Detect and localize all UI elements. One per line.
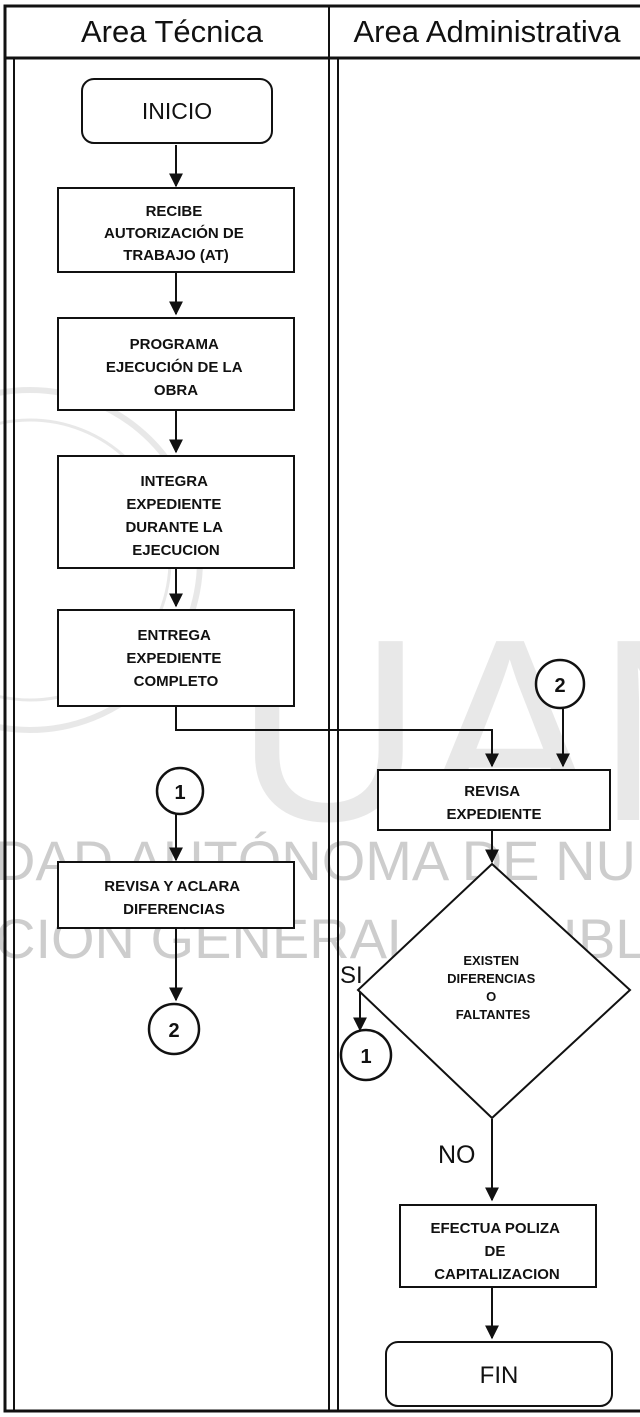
node-efectua-line-3: CAPITALIZACION — [434, 1266, 560, 1283]
branch-label-no: NO — [438, 1141, 476, 1169]
svg-text:EXISTEN DIFERENCIAS: EXISTEN DIFERENCIAS O FALTANTES — [447, 953, 539, 1022]
node-fin: FIN — [385, 1341, 613, 1407]
svg-text:EFECTUA POLIZA DE: EFECTUA POLIZA DE CAPITALIZACION — [430, 1220, 563, 1283]
branch-label-si: SI — [340, 962, 363, 989]
svg-text:REVISA EXPEDIENTE: REVISA EXPEDIENTE — [446, 783, 541, 823]
node-entrega-line-1: ENTREGA — [138, 627, 212, 644]
svg-text:ENTREGA EXPEDIENTE: ENTREGA EXPEDIENTE COMPLETO — [126, 627, 225, 690]
node-recibe: RECIBE AUTORIZACIÓN DE TRABAJO (AT) — [57, 187, 295, 273]
connector-2-bottom-label: 2 — [168, 1020, 179, 1042]
connector-1-top-label: 1 — [174, 782, 185, 804]
connector-1-bottom-label: 1 — [360, 1046, 371, 1068]
connector-2-bottom: 2 — [147, 1002, 201, 1056]
connector-1-top: 1 — [155, 766, 205, 816]
svg-text:INTEGRA EXPEDIENTE: INTEGRA EXPEDIENTE DURANTE LA EJECUCION — [125, 473, 226, 559]
lane-header-left: Area Técnica — [81, 14, 264, 49]
node-programa-line-2: EJECUCIÓN DE LA — [106, 358, 243, 376]
node-efectua-line-2: DE — [484, 1243, 505, 1260]
node-revisa-expediente-line-1: REVISA — [464, 783, 520, 800]
node-decision-line-2: DIFERENCIAS — [447, 971, 535, 986]
node-revisa-expediente-line-2: EXPEDIENTE — [446, 806, 541, 823]
node-revisa-aclara-line-2: DIFERENCIAS — [123, 901, 225, 918]
node-programa-line-1: PROGRAMA — [130, 336, 219, 353]
node-inicio-label: INICIO — [142, 98, 212, 124]
connector-2-right-label: 2 — [554, 675, 565, 697]
node-inicio: INICIO — [81, 78, 273, 144]
node-recibe-line-2: AUTORIZACIÓN DE — [104, 224, 244, 242]
node-fin-label: FIN — [480, 1362, 519, 1389]
node-decision-line-3: O — [486, 989, 496, 1004]
node-revisa-aclara-line-1: REVISA Y ACLARA — [104, 878, 240, 895]
node-efectua-line-1: EFECTUA POLIZA — [430, 1220, 560, 1237]
node-integra-line-3: DURANTE LA — [125, 519, 223, 536]
node-integra-line-4: EJECUCION — [132, 542, 220, 559]
node-recibe-line-1: RECIBE — [146, 203, 203, 220]
swimlanes — [3, 4, 640, 1413]
node-decision: EXISTEN DIFERENCIAS O FALTANTES — [356, 862, 632, 1120]
lane-header-right: Area Administrativa — [353, 14, 621, 49]
node-programa-line-3: OBRA — [154, 382, 198, 399]
node-integra-line-2: EXPEDIENTE — [126, 496, 221, 513]
node-efectua: EFECTUA POLIZA DE CAPITALIZACION — [399, 1204, 597, 1288]
edges — [169, 145, 570, 1340]
node-entrega-line-2: EXPEDIENTE — [126, 650, 221, 667]
node-decision-line-4: FALTANTES — [456, 1007, 531, 1022]
node-decision-line-1: EXISTEN — [463, 953, 519, 968]
node-programa: PROGRAMA EJECUCIÓN DE LA OBRA — [57, 317, 295, 411]
node-integra-line-1: INTEGRA — [140, 473, 208, 490]
svg-text:REVISA Y ACLARA DIFERENC: REVISA Y ACLARA DIFERENCIAS — [104, 878, 243, 918]
node-revisa-aclara: REVISA Y ACLARA DIFERENCIAS — [57, 861, 295, 929]
svg-text:RECIBE AUTORIZACIÓN DE: RECIBE AUTORIZACIÓN DE TRABAJO (AT) — [104, 203, 248, 264]
node-integra: INTEGRA EXPEDIENTE DURANTE LA EJECUCION — [57, 455, 295, 569]
connector-1-bottom: 1 — [339, 1028, 393, 1082]
node-entrega: ENTREGA EXPEDIENTE COMPLETO — [57, 609, 295, 707]
node-entrega-line-3: COMPLETO — [134, 673, 219, 690]
svg-text:PROGRAMA EJECUCIÓN DE LA: PROGRAMA EJECUCIÓN DE LA OBRA — [106, 336, 246, 399]
node-revisa-expediente: REVISA EXPEDIENTE — [377, 769, 611, 831]
node-recibe-line-3: TRABAJO (AT) — [123, 247, 229, 264]
connector-2-right: 2 — [534, 658, 586, 710]
